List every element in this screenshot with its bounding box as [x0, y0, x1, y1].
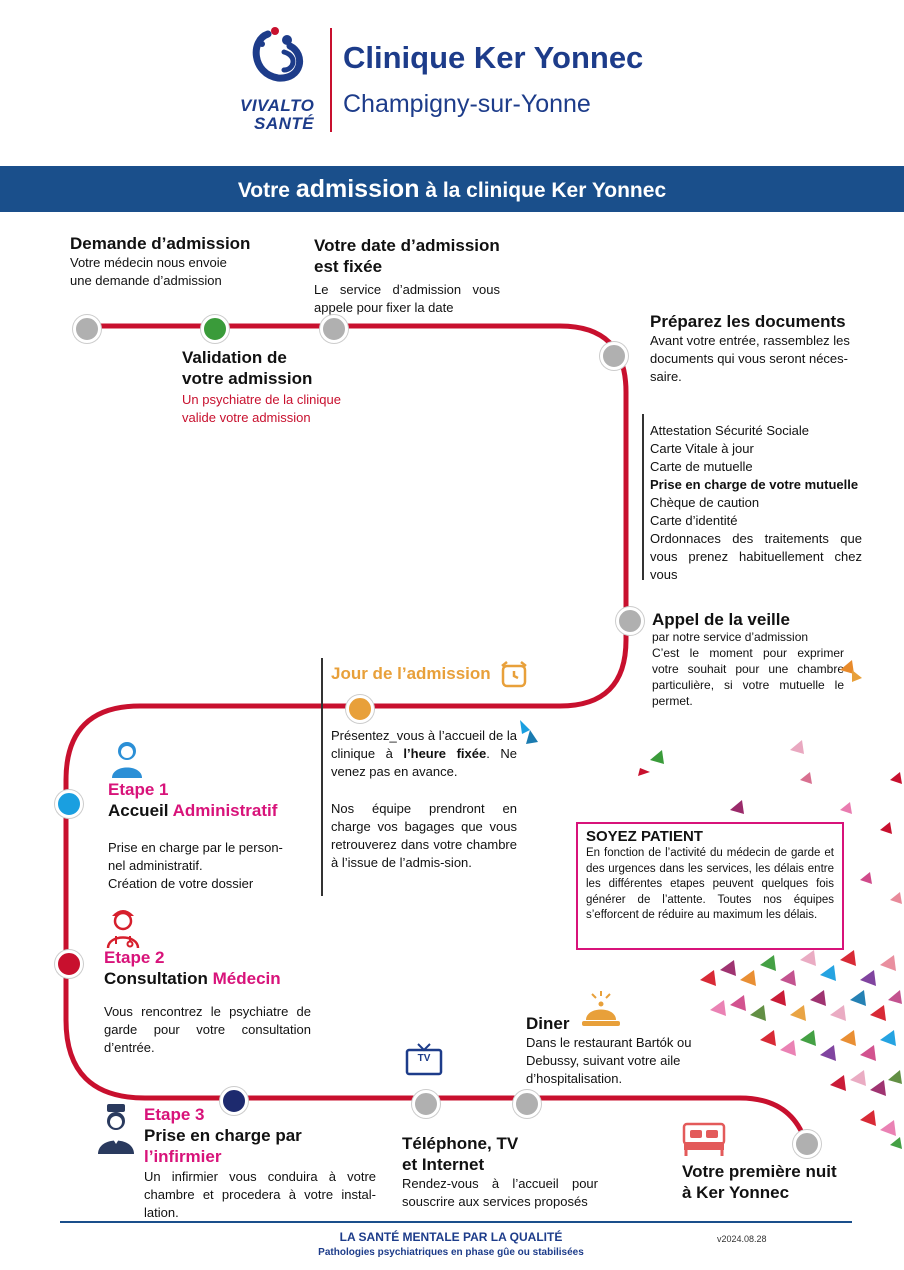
butterflies-decoration [520, 660, 902, 1149]
vivalto-swirl-icon [252, 27, 303, 82]
step-diner: Diner Dans le restaurant Bartók ou Debus… [526, 1013, 716, 1088]
brand-line1: VIVALTO [240, 96, 315, 115]
doc-item: Carte d’identité [650, 513, 738, 528]
timeline-dot-diner [513, 1090, 541, 1118]
nuit-title1: Votre première nuit [682, 1162, 837, 1181]
timeline-dot-nuit [793, 1130, 821, 1158]
step-demande-title: Demande d’admission [70, 234, 251, 253]
doc-item: Carte de mutuelle [650, 459, 753, 474]
timeline-dot-date [320, 315, 348, 343]
timeline-dot-telephone [412, 1090, 440, 1118]
etape1-label: Etape 1 [108, 780, 169, 799]
telephone-text: Rendez-vous à l’accueil pour souscrire a… [402, 1176, 598, 1209]
diner-text: Dans le restaurant Bartók ou Debussy, su… [526, 1035, 692, 1086]
clinic-name: Clinique Ker Yonnec [343, 40, 644, 75]
doctor-icon [106, 910, 140, 948]
etape3-label: Etape 3 [144, 1105, 205, 1124]
step-validation-text1: Un psychiatre de la clinique [182, 392, 341, 407]
etape2-title-b: Médecin [212, 969, 281, 988]
jour-bar [321, 658, 323, 896]
etape1-title-a: Accueil [108, 801, 173, 820]
butterfly-cluster [700, 950, 902, 1149]
doc-item: Prise en charge de votre mutuelle [650, 477, 859, 492]
doc-item: Chèque de caution [650, 495, 760, 510]
receptionist-icon [112, 742, 142, 778]
step-demande-text1: Votre médecin nous envoie [70, 255, 227, 270]
step-validation-title1: Validation de [182, 348, 287, 367]
clinic-city: Champigny-sur-Yonne [343, 90, 591, 118]
alarm-clock-icon [501, 661, 527, 688]
patient-notice-text: En fonction de l’activité du médecin de … [586, 847, 834, 921]
tv-icon: TV [405, 1042, 443, 1078]
step-validation-title2: votre admission [182, 369, 313, 388]
footer-version: v2024.08.28 [717, 1234, 767, 1244]
etape3-title-a: Prise en charge par [144, 1126, 302, 1145]
bed-icon [682, 1122, 726, 1156]
diner-title: Diner [526, 1014, 570, 1033]
doc-item: Attestation Sécurité Sociale [650, 423, 809, 438]
nuit-title2: à Ker Yonnec [682, 1183, 790, 1202]
step-documents: Préparez les documents Avant votre entré… [650, 311, 872, 386]
etape2-title-a: Consultation [104, 969, 213, 988]
step-date-title1: Votre date d’admission [314, 236, 500, 255]
etape1-title-b: Administratif [172, 801, 278, 820]
footer-divider [60, 1221, 852, 1223]
step-date-title2: est fixée [314, 257, 383, 276]
service-bell-icon [582, 991, 620, 1026]
patient-notice-box: SOYEZ PATIENT En fonction de l’activité … [576, 822, 844, 950]
step-veille: Appel de la veille par notre service d’a… [652, 609, 844, 709]
timeline-dot-etape2 [55, 950, 83, 978]
timeline-dot-jour [346, 695, 374, 723]
step-etape1: Etape 1 Accueil Administratif Prise en c… [108, 780, 313, 893]
step-veille-subtitle: par notre service d’admission [652, 630, 809, 644]
brand-line2: SANTÉ [254, 114, 315, 133]
nurse-icon [98, 1104, 134, 1154]
doc-item: Ordonnaces des traitements que vous pren… [650, 531, 862, 582]
step-demande-text2: une demande d’admission [70, 273, 222, 288]
timeline-dot-etape3 [220, 1087, 248, 1115]
doc-list: Attestation Sécurité Sociale Carte Vital… [650, 422, 862, 584]
tv-icon-label: TV [417, 1053, 431, 1064]
step-telephone: Téléphone, TV et Internet Rendez-vous à … [402, 1133, 602, 1211]
etape2-label: Etape 2 [104, 948, 165, 967]
doc-item: Carte Vitale à jour [650, 441, 754, 456]
step-validation-text2: valide votre admission [182, 410, 311, 425]
step-demande: Demande d’admission Votre médecin nous e… [70, 233, 290, 290]
step-jour-title: Jour de l’admission [331, 664, 491, 684]
etape3-title-b: l’infirmier [144, 1147, 222, 1166]
step-jour-text2: Nos équipe prendront en charge vos bagag… [331, 801, 517, 870]
step-validation: Validation de votre admission Un psychia… [182, 347, 402, 427]
footer-slogan: LA SANTÉ MENTALE PAR LA QUALITÉ [339, 1230, 563, 1244]
timeline-dot-demande [73, 315, 101, 343]
timeline-dot-validation [201, 315, 229, 343]
step-nuit: Votre première nuit à Ker Yonnec [682, 1161, 882, 1203]
footer-subtitle: Pathologies psychiatriques en phase gûe … [318, 1247, 584, 1258]
telephone-title2: et Internet [402, 1155, 485, 1174]
header-divider [330, 28, 332, 132]
page-title-banner: Votre admission à la clinique Ker Yonnec [0, 166, 904, 212]
step-jour-text1: Présentez_vous à l’accueil de la cliniqu… [331, 728, 517, 779]
step-veille-text: C’est le moment pour exprimer votre souh… [652, 646, 844, 708]
step-etape2: Etape 2 Consultation Médecin Vous rencon… [104, 948, 311, 1057]
patient-notice-title: SOYEZ PATIENT [586, 828, 703, 845]
telephone-title1: Téléphone, TV [402, 1134, 519, 1153]
step-veille-title: Appel de la veille [652, 610, 790, 629]
timeline-dot-etape1 [55, 790, 83, 818]
etape1-text1: Prise en charge par le person-nel admini… [108, 840, 283, 873]
step-date: Votre date d’admission est fixée Le serv… [314, 235, 500, 317]
timeline-dot-documents [600, 342, 628, 370]
step-etape3: Etape 3 Prise en charge par l’infirmier … [144, 1105, 376, 1222]
etape2-text: Vous rencontrez le psychiatre de garde p… [104, 1004, 311, 1055]
step-jour-title-wrap: Jour de l’admission [331, 660, 529, 690]
step-date-text: Le service d’admission vous appele pour … [314, 282, 500, 315]
butterfly-icon [520, 660, 902, 904]
step-documents-title: Préparez les documents [650, 312, 846, 331]
vivalto-logo: VIVALTO SANTÉ [240, 22, 325, 137]
timeline-dot-veille [616, 607, 644, 635]
doc-list-bar [642, 414, 644, 580]
etape3-text: Un infirmier vous conduira à votre chamb… [144, 1169, 376, 1220]
etape1-text2: Création de votre dossier [108, 876, 254, 891]
step-documents-text: Avant votre entrée, rassemblez les docum… [650, 333, 850, 384]
